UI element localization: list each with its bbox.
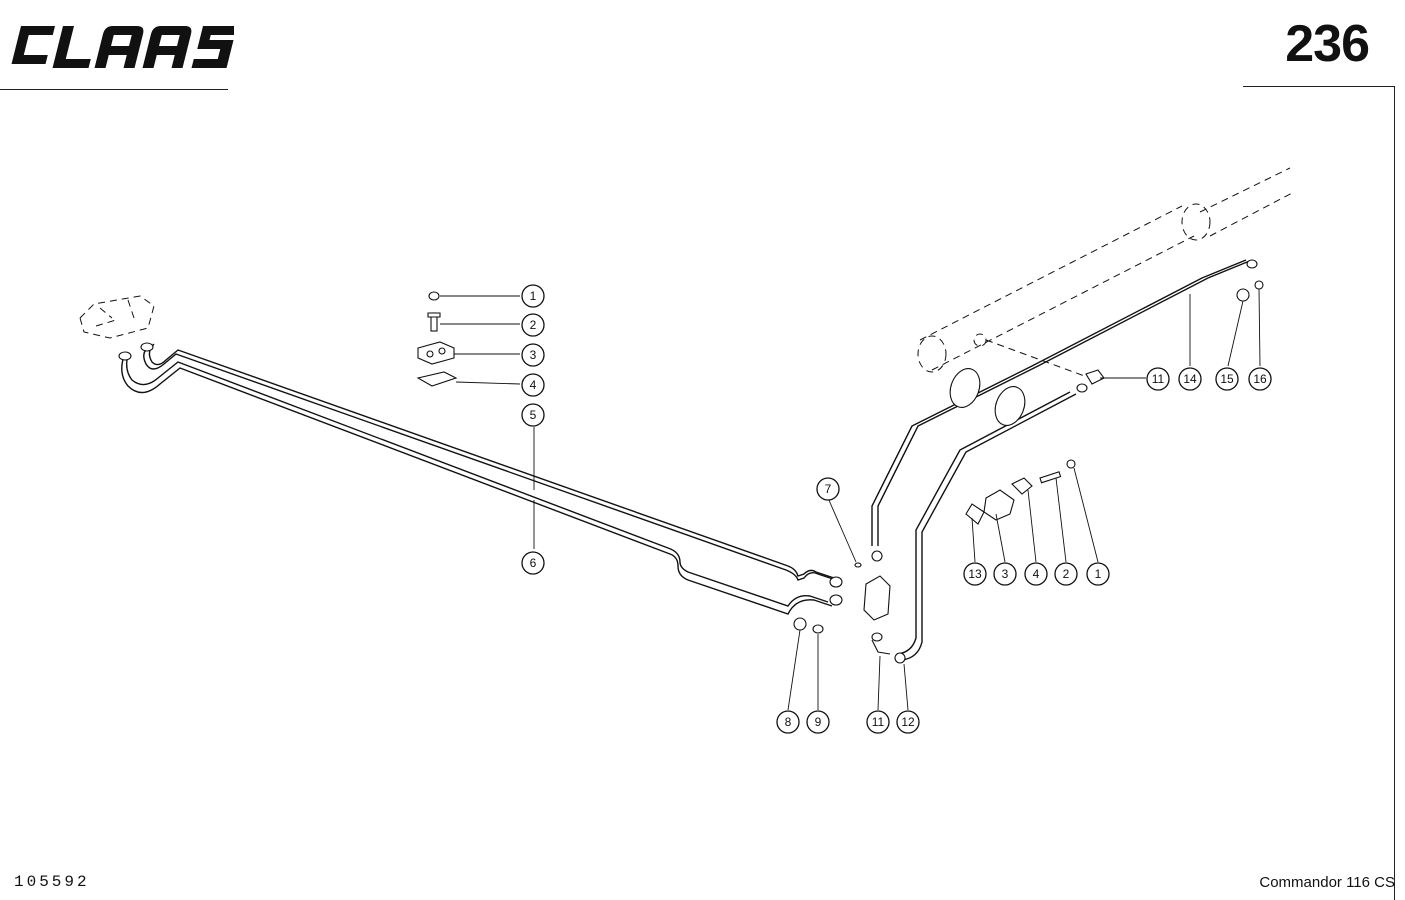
- svg-text:13: 13: [968, 567, 982, 581]
- part-bolt-2: [427, 312, 441, 332]
- callout-4: 4: [521, 373, 545, 397]
- part-washer-9: [812, 624, 824, 634]
- callout-15: 15: [1215, 367, 1239, 391]
- svg-text:9: 9: [815, 715, 822, 729]
- callout-12: 12: [896, 710, 920, 734]
- svg-text:6: 6: [530, 556, 537, 570]
- callout-14: 14: [1178, 367, 1202, 391]
- svg-text:8: 8: [785, 715, 792, 729]
- part-nut-1: [428, 291, 440, 301]
- svg-text:14: 14: [1183, 372, 1197, 386]
- svg-text:11: 11: [872, 715, 885, 729]
- callout-16: 16: [1248, 367, 1272, 391]
- part-plate-4: [416, 371, 458, 387]
- hydraulic-cylinder: [917, 167, 1295, 379]
- callout-13: 13: [963, 562, 987, 586]
- svg-text:3: 3: [530, 348, 537, 362]
- part-nut-15: [1236, 288, 1250, 302]
- svg-text:12: 12: [901, 715, 915, 729]
- svg-text:1: 1: [1095, 567, 1102, 581]
- part-washer-16: [1254, 280, 1264, 290]
- callout-2: 2: [521, 313, 545, 337]
- svg-text:3: 3: [1002, 567, 1009, 581]
- page-number: 236: [1285, 15, 1370, 73]
- right-border-line: [1394, 86, 1395, 900]
- svg-text:7: 7: [825, 482, 832, 496]
- callout-6: 6: [521, 551, 545, 575]
- callout-8: 8: [776, 710, 800, 734]
- part-clamp-3: [417, 341, 455, 365]
- part-plate-13: [965, 503, 985, 525]
- claas-logo: [11, 26, 234, 68]
- callout-2-right: 2: [1054, 562, 1078, 586]
- callout-3: 3: [521, 343, 545, 367]
- svg-text:2: 2: [1063, 567, 1070, 581]
- pipe-5: [143, 343, 837, 581]
- pipe-fittings-left: [118, 342, 843, 606]
- svg-text:4: 4: [530, 378, 537, 392]
- leaders-right: [787, 288, 1261, 711]
- callout-7: 7: [816, 477, 840, 501]
- part-fitting-11-top: [1085, 369, 1105, 385]
- leaders-left: [440, 295, 535, 549]
- model-name: Commandor 116 CS: [1259, 874, 1395, 891]
- callout-11-top: 11: [1146, 367, 1170, 391]
- callout-5: 5: [521, 403, 545, 427]
- header-rule-left: [0, 89, 228, 90]
- callout-4-right: 4: [1024, 562, 1048, 586]
- callout-11-bottom: 11: [866, 710, 890, 734]
- callout-1-right: 1: [1086, 562, 1110, 586]
- pipe-6: [121, 353, 833, 615]
- svg-text:11: 11: [1152, 372, 1165, 386]
- svg-text:16: 16: [1253, 372, 1267, 386]
- valve-block-left: [79, 295, 155, 339]
- svg-text:2: 2: [530, 318, 537, 332]
- part-bolt-2-right: [1039, 471, 1062, 484]
- pipe-12: [871, 259, 1253, 546]
- center-valve: [854, 550, 891, 655]
- svg-text:5: 5: [530, 408, 537, 422]
- pipe-14: [894, 259, 1258, 664]
- svg-text:1: 1: [530, 289, 537, 303]
- callout-9: 9: [806, 710, 830, 734]
- part-clamp-3-right: [983, 489, 1015, 521]
- part-plate-4-right: [1011, 477, 1033, 495]
- callout-3-right: 3: [993, 562, 1017, 586]
- svg-text:4: 4: [1033, 567, 1040, 581]
- drawing-number: 105592: [14, 873, 90, 891]
- part-fitting-8: [793, 617, 807, 631]
- header-rule-right: [1243, 86, 1395, 87]
- callout-1: 1: [521, 284, 545, 308]
- svg-text:15: 15: [1220, 372, 1234, 386]
- part-nut-1-right: [1066, 459, 1076, 469]
